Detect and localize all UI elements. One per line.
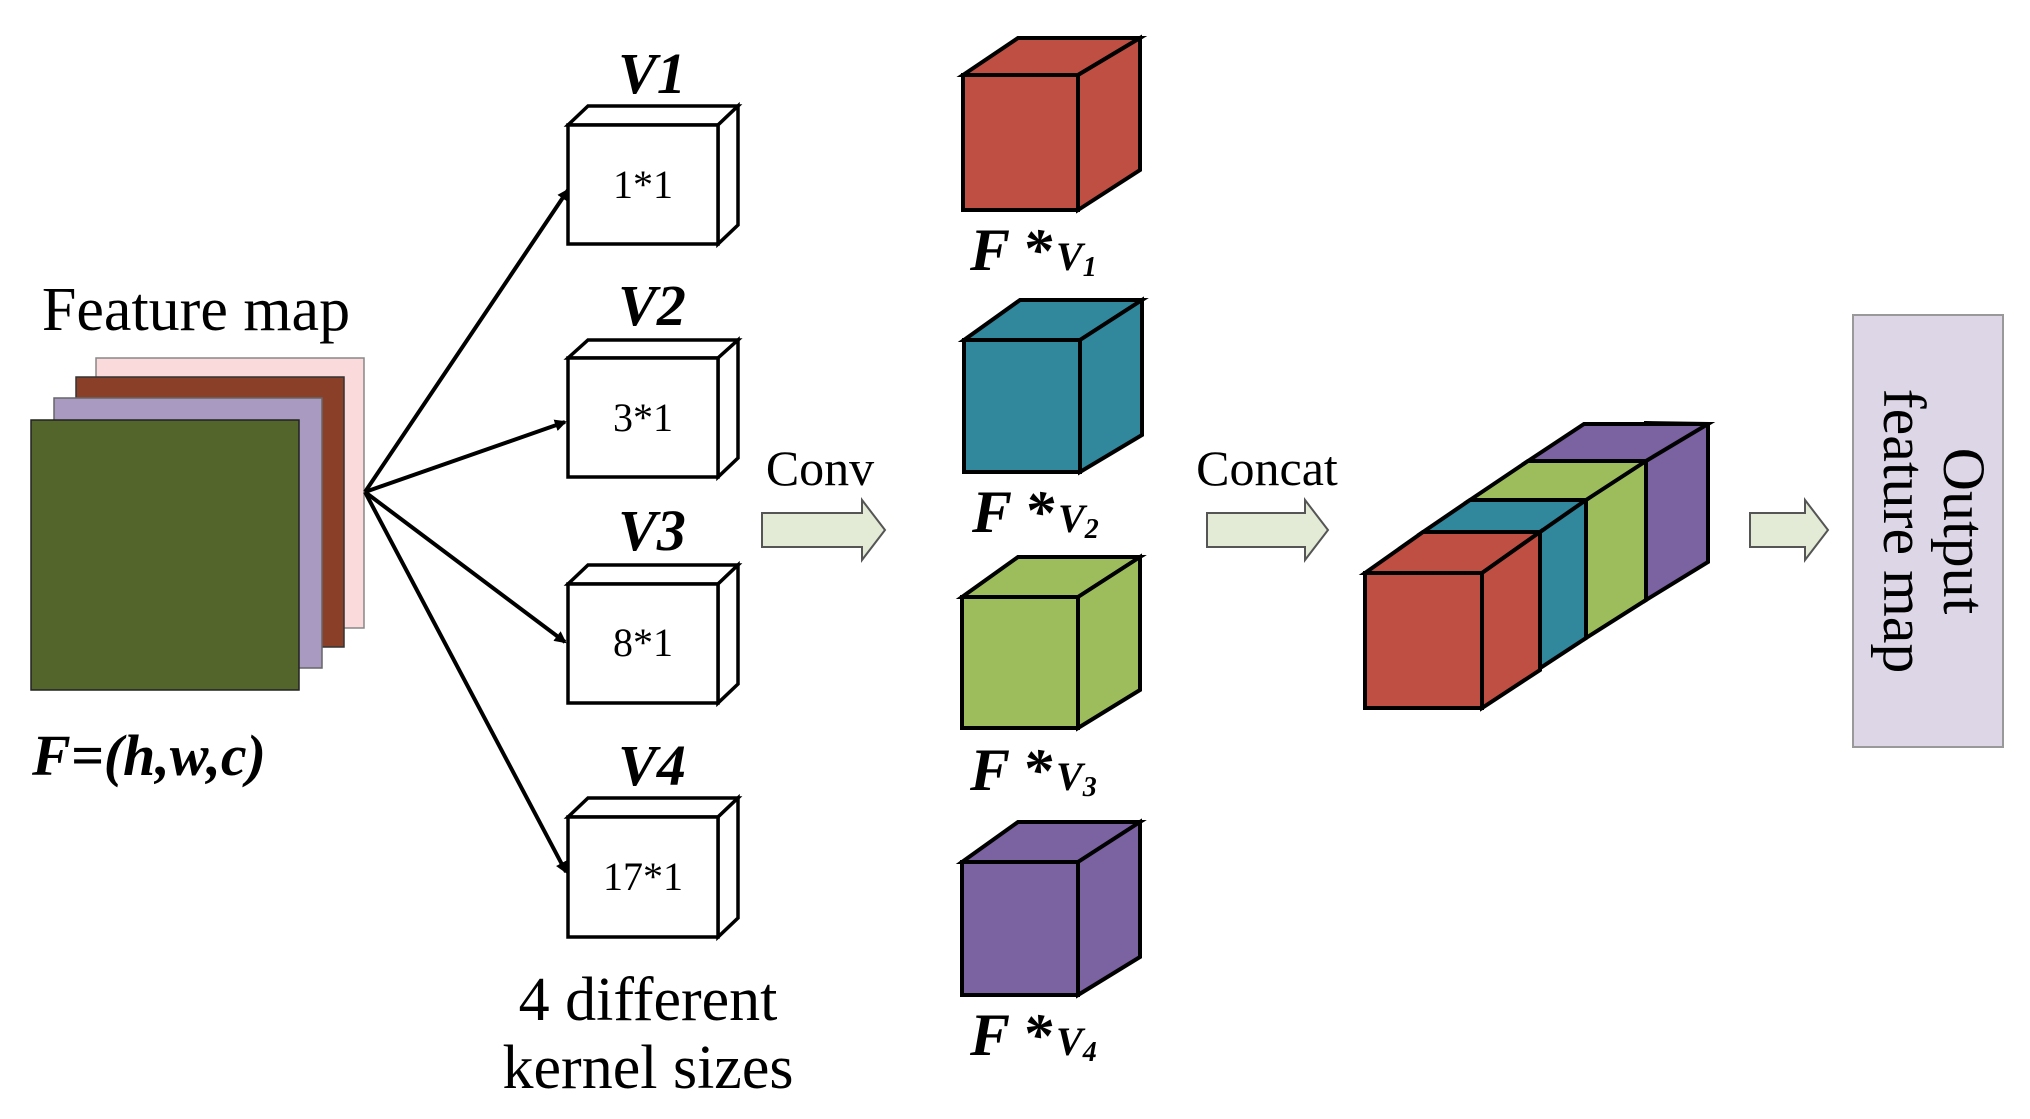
kernels-caption-line1: 4 different [519, 966, 778, 1034]
output-cube-4: F*V4 [955, 818, 1147, 1068]
output-label-4: F*V4 [969, 1002, 1097, 1068]
branch-arrows [363, 188, 570, 874]
output-feature-map-line2: feature map [1871, 389, 1937, 674]
output-label-1: F*V1 [969, 217, 1097, 283]
kernel-v4: 17*1 V4 [563, 733, 743, 942]
output-cube-4-front [960, 860, 1080, 997]
kernel-v3-size: 8*1 [613, 620, 673, 665]
kernel-v1-top [563, 104, 743, 127]
conv-block-arrow-icon [761, 497, 887, 563]
feature-formula: F=(h,w,c) [31, 723, 266, 788]
kernel-v3-name: V3 [618, 498, 686, 563]
output-cube-2: F*V2 [957, 296, 1149, 545]
output-cube-3: F*V3 [955, 553, 1147, 803]
conv-label: Conv [766, 440, 874, 496]
concat-label: Concat [1196, 440, 1338, 496]
kernel-v2-size: 3*1 [613, 395, 673, 440]
kernel-v1-front [566, 123, 720, 246]
kernel-v3-front [566, 582, 720, 705]
arrow-to-v1 [363, 188, 570, 494]
output-cube-1-front [961, 73, 1080, 212]
concat-arrow: Concat [1196, 440, 1338, 563]
output-feature-map: Output feature map [1852, 314, 2004, 748]
arrow-to-v2 [364, 419, 567, 494]
output-cube-2-front [962, 338, 1082, 474]
kernel-v2-side [716, 336, 740, 482]
concat-segment-red-front [1363, 571, 1484, 710]
kernel-v1-side [716, 101, 740, 249]
kernel-v3-side [716, 560, 740, 708]
concat-block-arrow-icon [1206, 497, 1330, 563]
output-label-2: F*V2 [971, 479, 1099, 545]
feature-layer-1 [30, 419, 300, 691]
kernel-v1: 1*1 V1 [563, 41, 743, 249]
feature-map-title: Feature map [42, 276, 350, 344]
kernel-v4-size: 17*1 [603, 854, 683, 899]
conv-arrow: Conv [761, 440, 887, 563]
output-feature-map-line1: Output [1931, 448, 1997, 615]
kernel-v2-front [566, 356, 720, 479]
final-block-arrow-icon [1749, 497, 1830, 563]
kernels-caption-line2: kernel sizes [503, 1034, 794, 1102]
output-label-3: F*V3 [969, 737, 1097, 803]
kernel-v3: 8*1 V3 [563, 498, 743, 708]
kernel-v1-name: V1 [618, 41, 686, 106]
kernel-v2: 3*1 V2 [563, 273, 743, 482]
kernel-v4-side [716, 793, 740, 942]
output-feature-map-box [1852, 314, 2004, 748]
kernel-v4-name: V4 [618, 733, 686, 798]
kernel-v4-top [563, 796, 743, 819]
kernel-v2-top [563, 338, 743, 360]
kernel-v3-top [563, 563, 743, 586]
kernel-v2-name: V2 [618, 273, 686, 338]
concatenated-block [1358, 420, 1716, 712]
output-cube-3-front [960, 595, 1080, 730]
kernel-v1-size: 1*1 [613, 162, 673, 207]
kernel-v4-front [566, 815, 720, 939]
input-feature-map: Feature map F=(h,w,c) [30, 276, 365, 788]
arrow-to-v3 [363, 490, 567, 644]
arrow-to-v4 [363, 491, 568, 874]
output-cube-1: F*V1 [956, 34, 1148, 283]
